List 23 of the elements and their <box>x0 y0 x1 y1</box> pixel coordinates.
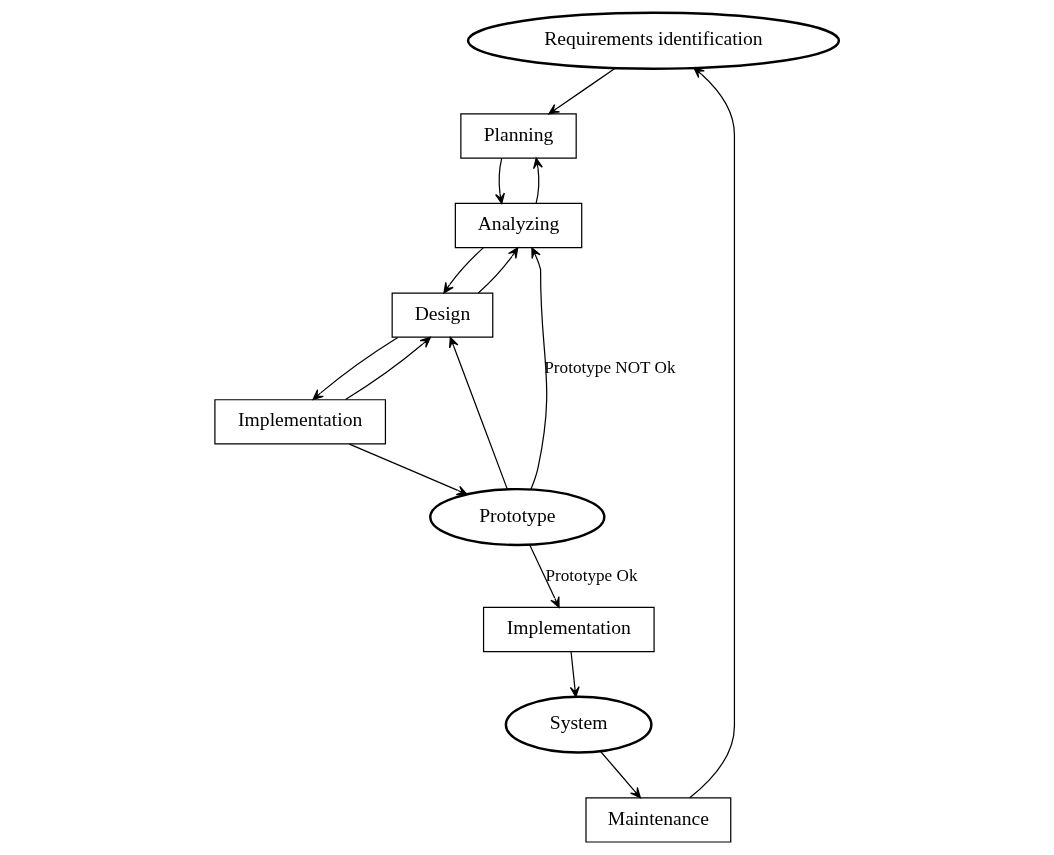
node-box: Analyzing <box>454 202 583 249</box>
arrow <box>530 247 548 490</box>
node-box: Maintenance <box>585 797 732 843</box>
node-ellipse: System <box>504 695 653 754</box>
arrow <box>344 336 431 401</box>
arrow <box>495 157 505 205</box>
arrow <box>348 443 468 496</box>
arrow <box>477 247 519 294</box>
edge-label: Prototype Ok <box>545 565 638 585</box>
node-box: Implementation <box>214 399 387 445</box>
arrow <box>599 750 641 799</box>
node-box: Planning <box>460 113 577 159</box>
arrow <box>548 67 617 115</box>
arrow <box>312 336 399 401</box>
arrow <box>443 247 484 294</box>
arrow <box>569 651 580 698</box>
arrow <box>533 157 543 205</box>
node-ellipse: Requirements identification <box>466 11 841 70</box>
arrow <box>449 336 508 490</box>
arrow <box>529 544 560 608</box>
arrow <box>689 67 736 799</box>
node-box: Design <box>391 292 494 338</box>
node-box: Implementation <box>482 606 655 653</box>
